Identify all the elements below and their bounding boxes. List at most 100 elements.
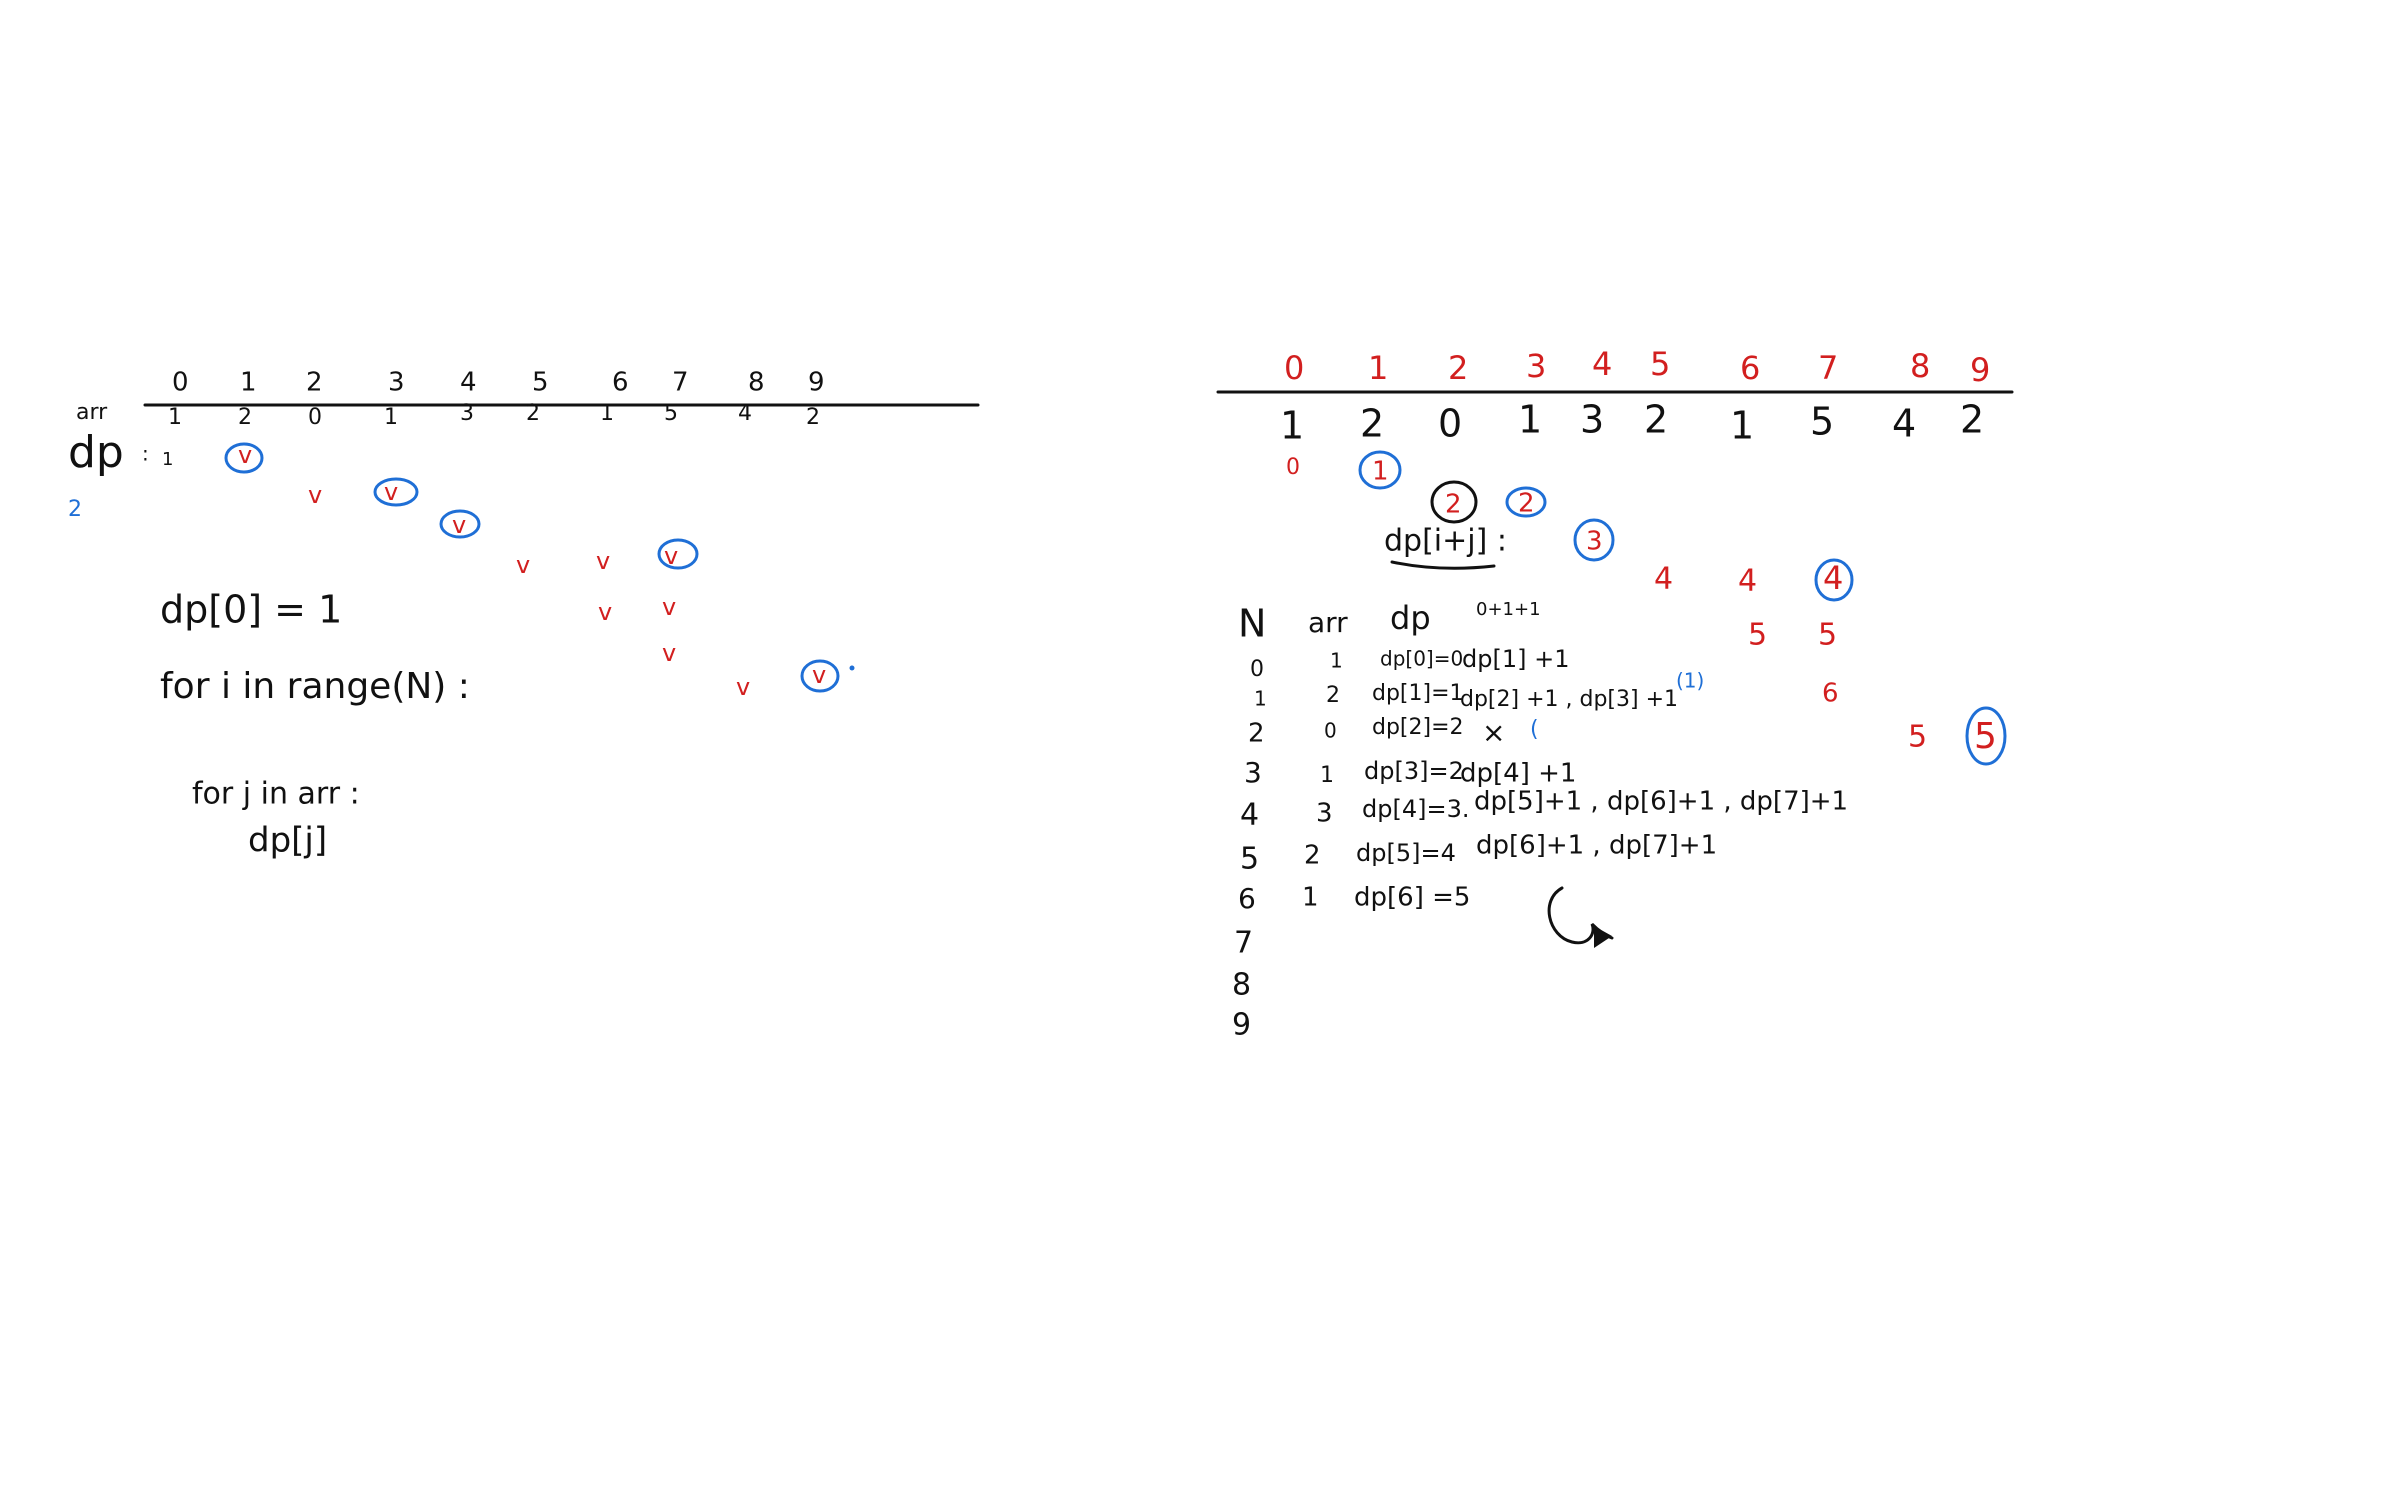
table-row: 9 [1232,1008,1251,1043]
right-index-1: 1 [1368,349,1388,387]
for-line: for i in range(N) : [160,666,470,707]
left-index-6: 6 [612,368,629,398]
row-n: 3 [1244,756,1262,789]
check-mark: v [308,481,322,509]
check-mark: v [736,673,750,701]
row-arr: 2 [1326,683,1340,708]
header-extra: 0+1+1 [1476,599,1541,620]
right-arr-1: 2 [1360,402,1384,446]
circle-mark [1430,480,1478,524]
row-n: 5 [1240,842,1259,877]
left-arr-3: 1 [384,405,398,430]
right-index-2: 2 [1448,349,1468,387]
left-dp-first: 1 [162,449,173,470]
right-arr-8: 4 [1892,402,1916,446]
left-dp-row: dp : 1 [68,427,173,478]
check-mark: v [452,511,466,539]
right-arr-5: 2 [1644,398,1668,442]
row-dp: dp[5]=4 [1356,839,1456,867]
left-index-4: 4 [460,368,477,398]
row-n: 1 [1254,687,1267,711]
dot-mark [849,665,855,671]
right-arr-row: 1 2 0 1 3 2 1 5 4 2 [1280,398,1984,448]
dp-j-line: dp[j] [248,821,327,861]
circle-mark [373,477,419,507]
row-arr: 1 [1302,883,1319,913]
row-n: 2 [1248,719,1265,749]
left-check-marks: v v v v v v v v v v v v [238,441,826,701]
row-n: 9 [1232,1008,1251,1043]
circle-mark [800,659,840,693]
row-arr: 3 [1316,799,1333,829]
row-note: (1) [1676,669,1704,693]
row-next: dp[6]+1 , dp[7]+1 [1476,831,1717,861]
right-index-4: 4 [1592,345,1612,383]
inner-for-line: for j in arr : [192,777,360,812]
check-mark: v [238,441,252,469]
circle-mark [224,442,264,474]
circle-mark [1505,486,1547,518]
row-dp: dp[6] =5 [1354,883,1470,913]
left-arr-1: 2 [238,405,252,430]
row-dp: dp[4]=3. [1362,795,1469,823]
left-index-3: 3 [388,368,405,398]
right-table-rows: 0 1 dp[0]=0 dp[1] +1 1 2 dp[1]=1 dp[2] +… [1232,645,1848,1043]
right-dp-small: 0 [1286,455,1300,480]
left-code: dp[0] = 1 for i in range(N) : for j in a… [160,588,470,861]
left-arr-row: arr 1 2 0 1 3 2 1 5 4 2 [76,400,820,430]
table-row: 0 1 dp[0]=0 dp[1] +1 [1250,645,1569,682]
right-index-0: 0 [1284,349,1304,387]
row-arr: 0 [1324,719,1337,743]
right-index-7: 7 [1818,349,1838,387]
left-arr-0: 1 [168,405,182,430]
circle-mark [1814,558,1854,602]
left-index-7: 7 [672,368,689,398]
row-dp: dp[0]=0 [1380,647,1463,671]
table-row: 3 1 dp[3]=2 dp[4] +1 [1244,756,1576,789]
check-mark: v [384,478,398,506]
left-index-0: 0 [172,368,189,398]
table-row: 5 2 dp[5]=4 dp[6]+1 , dp[7]+1 [1240,831,1717,877]
arrow-head [1594,926,1612,948]
underline-mark [1390,560,1496,570]
header-arr: arr [1308,606,1348,639]
table-row: 2 0 dp[2]=2 × ( [1248,715,1539,749]
table-row: 8 [1232,968,1251,1003]
left-arr-7: 5 [664,401,678,426]
check-mark: v [662,593,676,621]
row-arr: 1 [1320,763,1334,788]
check-mark: v [662,639,676,667]
table-row: 4 3 dp[4]=3. dp[5]+1 , dp[6]+1 , dp[7]+1 [1240,787,1848,833]
red-number: 4 [1654,562,1673,597]
row-n: 0 [1250,657,1264,682]
circled-number: 1 [1372,457,1389,487]
row-arr: 1 [1330,649,1343,673]
red-number: 4 [1738,564,1757,599]
dp-ij-label: dp[i+j] : [1384,524,1507,559]
circle-mark [1358,450,1402,490]
right-index-6: 6 [1740,349,1760,387]
right-arr-7: 5 [1810,400,1834,444]
right-arr-9: 2 [1960,398,1984,442]
row-next: dp[4] +1 [1460,759,1576,789]
left-index-8: 8 [748,368,765,398]
row-note: ( [1530,717,1539,742]
left-arr-5: 2 [526,401,540,426]
right-table-header: N arr dp 0+1+1 [1238,599,1541,646]
right-arr-4: 3 [1580,398,1604,442]
table-row: 6 1 dp[6] =5 [1238,882,1470,915]
left-arr-8: 4 [738,401,752,426]
header-n: N [1238,602,1266,646]
left-dp-label: dp [68,427,124,478]
row-dp: dp[1]=1 [1372,681,1464,706]
left-index-1: 1 [240,368,257,398]
left-dp-sep: : [142,442,149,466]
right-arr-3: 1 [1518,398,1542,442]
dp0-line: dp[0] = 1 [160,588,342,632]
right-circled-numbers: 1 2 2 3 4 5 [1358,450,2007,766]
right-index-5: 5 [1650,345,1670,383]
row-dp: dp[2]=2 [1372,715,1464,740]
red-number: 6 [1822,679,1839,709]
row-dp: dp[3]=2 [1364,757,1464,785]
